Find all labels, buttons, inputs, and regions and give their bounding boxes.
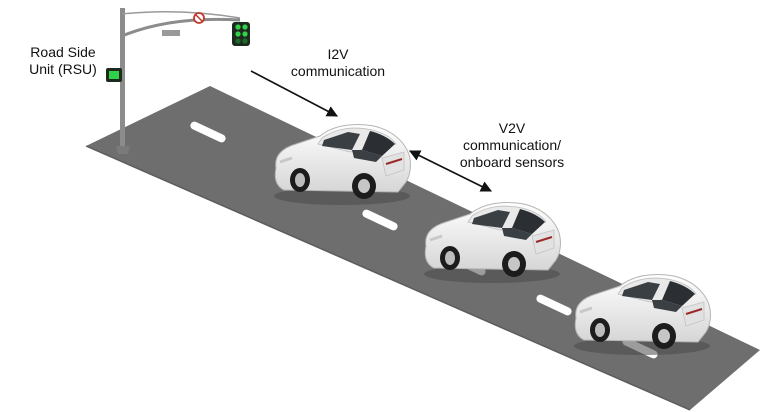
v2v-label-line2: communication/ [462, 137, 562, 153]
road-edge [85, 145, 691, 411]
mast-arm [121, 17, 241, 38]
arm-brace [121, 11, 241, 19]
i2v-label-line1: I2V [327, 46, 349, 62]
lane-dash [362, 209, 398, 231]
rsu-label-line2: Unit (RSU) [29, 61, 97, 77]
rsu-label-line1: Road Side [30, 44, 96, 60]
street-name-sign [162, 30, 180, 36]
pedestrian-signal-icon [106, 68, 122, 82]
lane-dash [536, 294, 572, 316]
v2v-label-line1: V2V [498, 120, 526, 136]
no-turn-sign-icon [193, 12, 205, 24]
pole [120, 8, 125, 148]
i2v-label-line2: communication [290, 63, 386, 79]
traffic-light-icon [232, 22, 250, 46]
i2v-label: I2V communication [278, 46, 398, 80]
pole-base [116, 146, 130, 154]
v2v-arrow [408, 150, 493, 192]
road-side-unit [106, 8, 250, 154]
road-surface [86, 86, 760, 410]
rsu-label: Road Side Unit (RSU) [20, 44, 106, 78]
lane-dash [190, 121, 226, 143]
v2v-label: V2V communication/ onboard sensors [436, 120, 588, 171]
v2v-label-line3: onboard sensors [459, 154, 565, 170]
i2v-arrow [250, 70, 338, 117]
